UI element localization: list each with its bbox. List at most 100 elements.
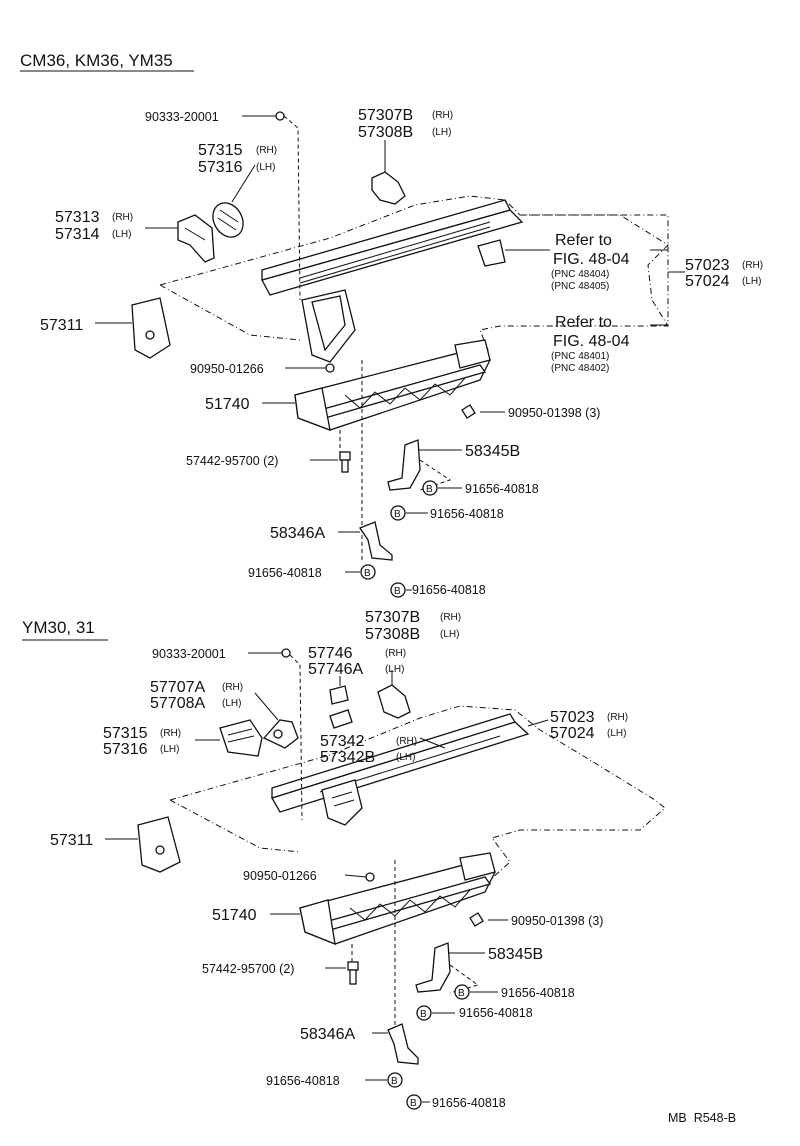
label-rh: (RH)	[432, 110, 453, 121]
label-lh: (LH)	[222, 698, 241, 709]
label-57311-bottom: 57311	[50, 832, 93, 849]
part-58346a-bottom	[372, 1023, 419, 1065]
part-51740-top	[262, 339, 491, 432]
label-90950-01398-bottom: 90950-01398 (3)	[511, 914, 603, 928]
label-refer1-d: (PNC 48405)	[551, 281, 609, 292]
part-57307b-bottom	[377, 670, 411, 719]
section-top: CM36, KM36, YM35	[20, 51, 763, 598]
bolt-b4-top: B	[390, 582, 412, 598]
part-57707a-bottom	[254, 692, 299, 749]
section-bottom: YM30, 31	[22, 609, 666, 1110]
label-90950-01266-top: 90950-01266	[190, 362, 264, 376]
label-58346a-bottom: 58346A	[300, 1026, 355, 1043]
bolt-b3-bottom: B	[365, 1072, 403, 1088]
label-rh: (RH)	[742, 260, 763, 271]
label-b2-top: 91656-40818	[430, 507, 504, 521]
bolt-letter: B	[426, 484, 433, 495]
fastener-90333-top	[275, 111, 285, 121]
label-lh: (LH)	[112, 229, 131, 240]
label-57308b-top: 57308B	[358, 124, 413, 141]
part-58345b-bottom	[415, 942, 485, 994]
label-refer2-b: FIG. 48-04	[553, 333, 630, 350]
bolt-b2-top: B	[390, 505, 428, 521]
label-refer2-a: Refer to	[555, 314, 612, 331]
label-refer1-c: (PNC 48404)	[551, 269, 609, 280]
part-51740-bottom	[270, 852, 496, 946]
label-rh: (RH)	[222, 682, 243, 693]
label-57023-bottom: 57023	[550, 709, 595, 726]
label-51740-top: 51740	[205, 396, 250, 413]
label-b3-bottom: 91656-40818	[266, 1074, 340, 1088]
label-90333-bottom: 90333-20001	[152, 647, 226, 661]
part-57342-bottom	[321, 779, 363, 826]
part-57313-top	[145, 214, 215, 263]
part-57315-bottom	[195, 719, 263, 757]
label-90950-01398-top: 90950-01398 (3)	[508, 406, 600, 420]
label-lh: (LH)	[160, 744, 179, 755]
label-57316-top: 57316	[198, 159, 243, 176]
bolt-letter: B	[394, 586, 401, 597]
label-57708a-bottom: 57708A	[150, 695, 205, 712]
label-58345b-bottom: 58345B	[488, 946, 543, 963]
bolt-letter: B	[410, 1098, 417, 1109]
label-57342b-bottom: 57342B	[320, 749, 375, 766]
label-rh: (RH)	[112, 212, 133, 223]
label-57024-bottom: 57024	[550, 725, 595, 742]
label-51740-bottom: 51740	[212, 907, 257, 924]
label-lh: (LH)	[432, 127, 451, 138]
bolt-b3-top: B	[345, 564, 376, 580]
label-58346a-top: 58346A	[270, 525, 325, 542]
label-rh: (RH)	[385, 648, 406, 659]
floor-rail-bottom	[271, 713, 530, 813]
label-rh: (RH)	[440, 612, 461, 623]
part-57746a-bottom	[329, 709, 353, 729]
part-57311-bottom	[105, 816, 181, 873]
fastener-90950-01398-bottom	[469, 912, 484, 927]
label-b1-top: 91656-40818	[465, 482, 539, 496]
part-57746-bottom	[329, 685, 349, 705]
figure-code: MB R548-B	[668, 1111, 736, 1125]
label-refer2-d: (PNC 48402)	[551, 363, 609, 374]
label-90950-01266-bottom: 90950-01266	[243, 869, 317, 883]
label-lh: (LH)	[440, 629, 459, 640]
label-rh: (RH)	[160, 728, 181, 739]
label-refer1-a: Refer to	[555, 232, 612, 249]
label-refer2-c: (PNC 48401)	[551, 351, 609, 362]
bolt-letter: B	[420, 1009, 427, 1020]
floor-outline-bottom	[169, 705, 666, 881]
section-header-bottom: YM30, 31	[22, 618, 95, 637]
label-57307b-bottom: 57307B	[365, 609, 420, 626]
label-refer1-b: FIG. 48-04	[553, 251, 630, 268]
label-rh: (RH)	[396, 736, 417, 747]
label-57023-top: 57023	[685, 257, 730, 274]
label-57307b-top: 57307B	[358, 107, 413, 124]
label-lh: (LH)	[256, 162, 275, 173]
label-57313-top: 57313	[55, 209, 100, 226]
bolt-b1-top: B	[422, 480, 462, 496]
floor-outline-top-refer	[520, 214, 669, 327]
bolt-letter: B	[391, 1076, 398, 1087]
part-center-bracket-top	[301, 289, 356, 363]
label-57707a-bottom: 57707A	[150, 679, 205, 696]
label-lh: (LH)	[607, 728, 626, 739]
label-b3-top: 91656-40818	[248, 566, 322, 580]
label-lh: (LH)	[396, 752, 415, 763]
label-lh: (LH)	[385, 664, 404, 675]
label-57746a-bottom: 57746A	[308, 661, 363, 678]
label-57442-bottom: 57442-95700 (2)	[202, 962, 294, 976]
part-57311-top	[95, 297, 171, 359]
fastener-90333-bottom	[281, 648, 291, 658]
label-b2-bottom: 91656-40818	[459, 1006, 533, 1020]
label-57308b-bottom: 57308B	[365, 626, 420, 643]
label-57024-top: 57024	[685, 273, 730, 290]
floor-outline-top-left	[159, 284, 301, 341]
part-57307b-top	[371, 140, 406, 205]
part-58346a-top	[338, 521, 393, 561]
label-57342-bottom: 57342	[320, 733, 365, 750]
part-57315-top	[212, 164, 256, 238]
bolt-b1-bottom: B	[454, 984, 498, 1000]
section-header-top: CM36, KM36, YM35	[20, 51, 173, 70]
fastener-57442-top	[310, 451, 351, 473]
floor-outline-top	[159, 195, 669, 371]
fastener-90950-01266-top	[325, 363, 335, 373]
